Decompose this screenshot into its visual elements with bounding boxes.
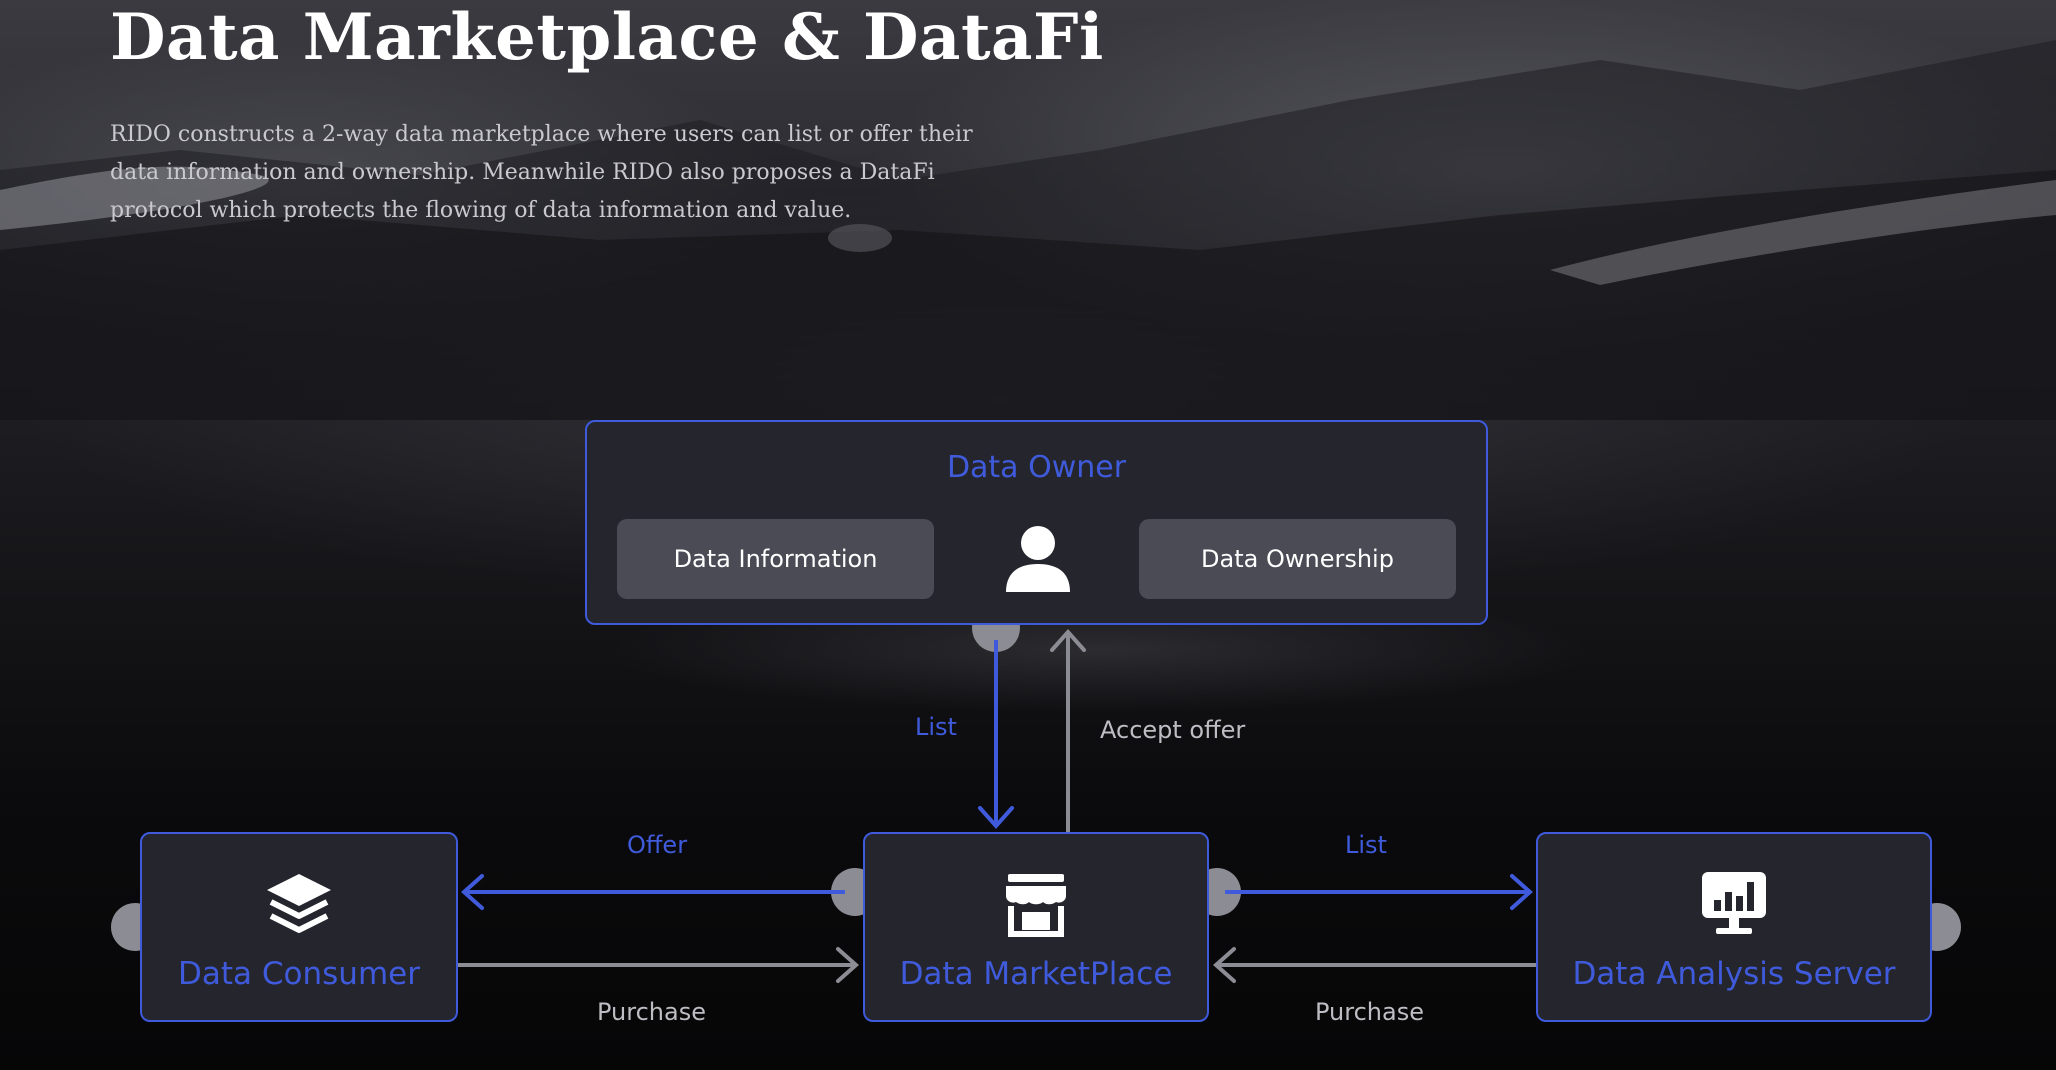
- edge-label-owner-to-market: List: [915, 713, 957, 741]
- data-owner-title: Data Owner: [946, 450, 1127, 485]
- data-owner-box: Data Owner Data Information Data Ownersh…: [585, 420, 1488, 625]
- page-description: RIDO constructs a 2-way data marketplace…: [110, 122, 973, 223]
- edge-label-market-to-consumer: Offer: [627, 831, 688, 859]
- storefront-icon: [1006, 874, 1066, 937]
- person-icon: [1006, 526, 1070, 592]
- edge-label-consumer-to-market: Purchase: [597, 998, 706, 1026]
- data-consumer-label: Data Consumer: [178, 956, 420, 992]
- edge-label-server-to-market: Purchase: [1315, 998, 1424, 1026]
- page-title: Data Marketplace & DataFi: [110, 0, 1104, 75]
- layers-icon: [267, 874, 331, 933]
- data-marketplace-label: Data MarketPlace: [899, 956, 1173, 992]
- mountain-background: [0, 40, 2056, 420]
- data-analysis-server-box: Data Analysis Server: [1536, 832, 1932, 1022]
- data-analysis-server-label: Data Analysis Server: [1572, 956, 1896, 992]
- data-ownership-pill: Data Ownership: [1139, 519, 1456, 599]
- edge-label-market-to-server: List: [1345, 831, 1387, 859]
- monitor-chart-icon: [1702, 872, 1766, 934]
- edge-label-market-to-owner: Accept offer: [1100, 716, 1246, 744]
- data-consumer-box: Data Consumer: [140, 832, 458, 1022]
- data-marketplace-box: Data MarketPlace: [863, 832, 1209, 1022]
- data-information-pill: Data Information: [617, 519, 934, 599]
